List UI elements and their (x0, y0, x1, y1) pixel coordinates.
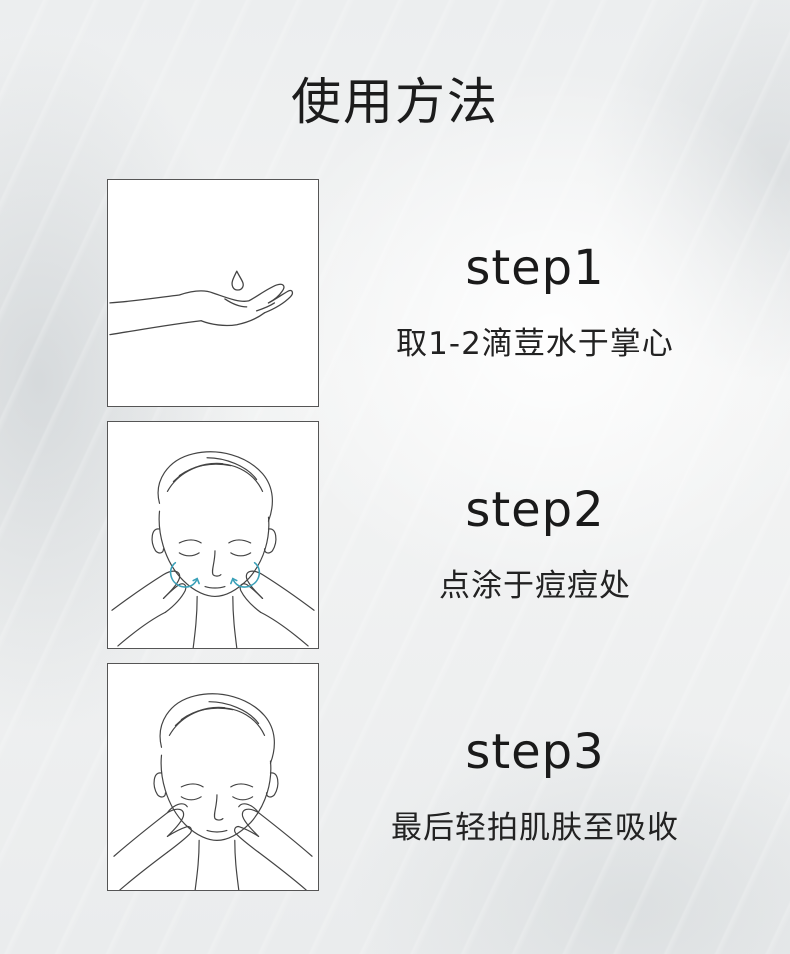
step1-description: 取1-2滴荳水于掌心 (396, 326, 674, 362)
face-pat-icon (113, 693, 313, 890)
step2-description: 点涂于痘痘处 (439, 568, 631, 604)
hand-drop-icon (109, 270, 294, 336)
step1-label: step1 (465, 240, 605, 296)
step1-illustration (107, 179, 319, 407)
step3-label: step3 (465, 724, 605, 780)
face-dab-icon (111, 451, 315, 648)
step3-illustration (107, 663, 319, 891)
step2-label: step2 (465, 482, 605, 538)
step2-illustration (107, 421, 319, 649)
page-title: 使用方法 (291, 73, 499, 131)
step3-description: 最后轻拍肌肤至吸收 (391, 810, 679, 846)
